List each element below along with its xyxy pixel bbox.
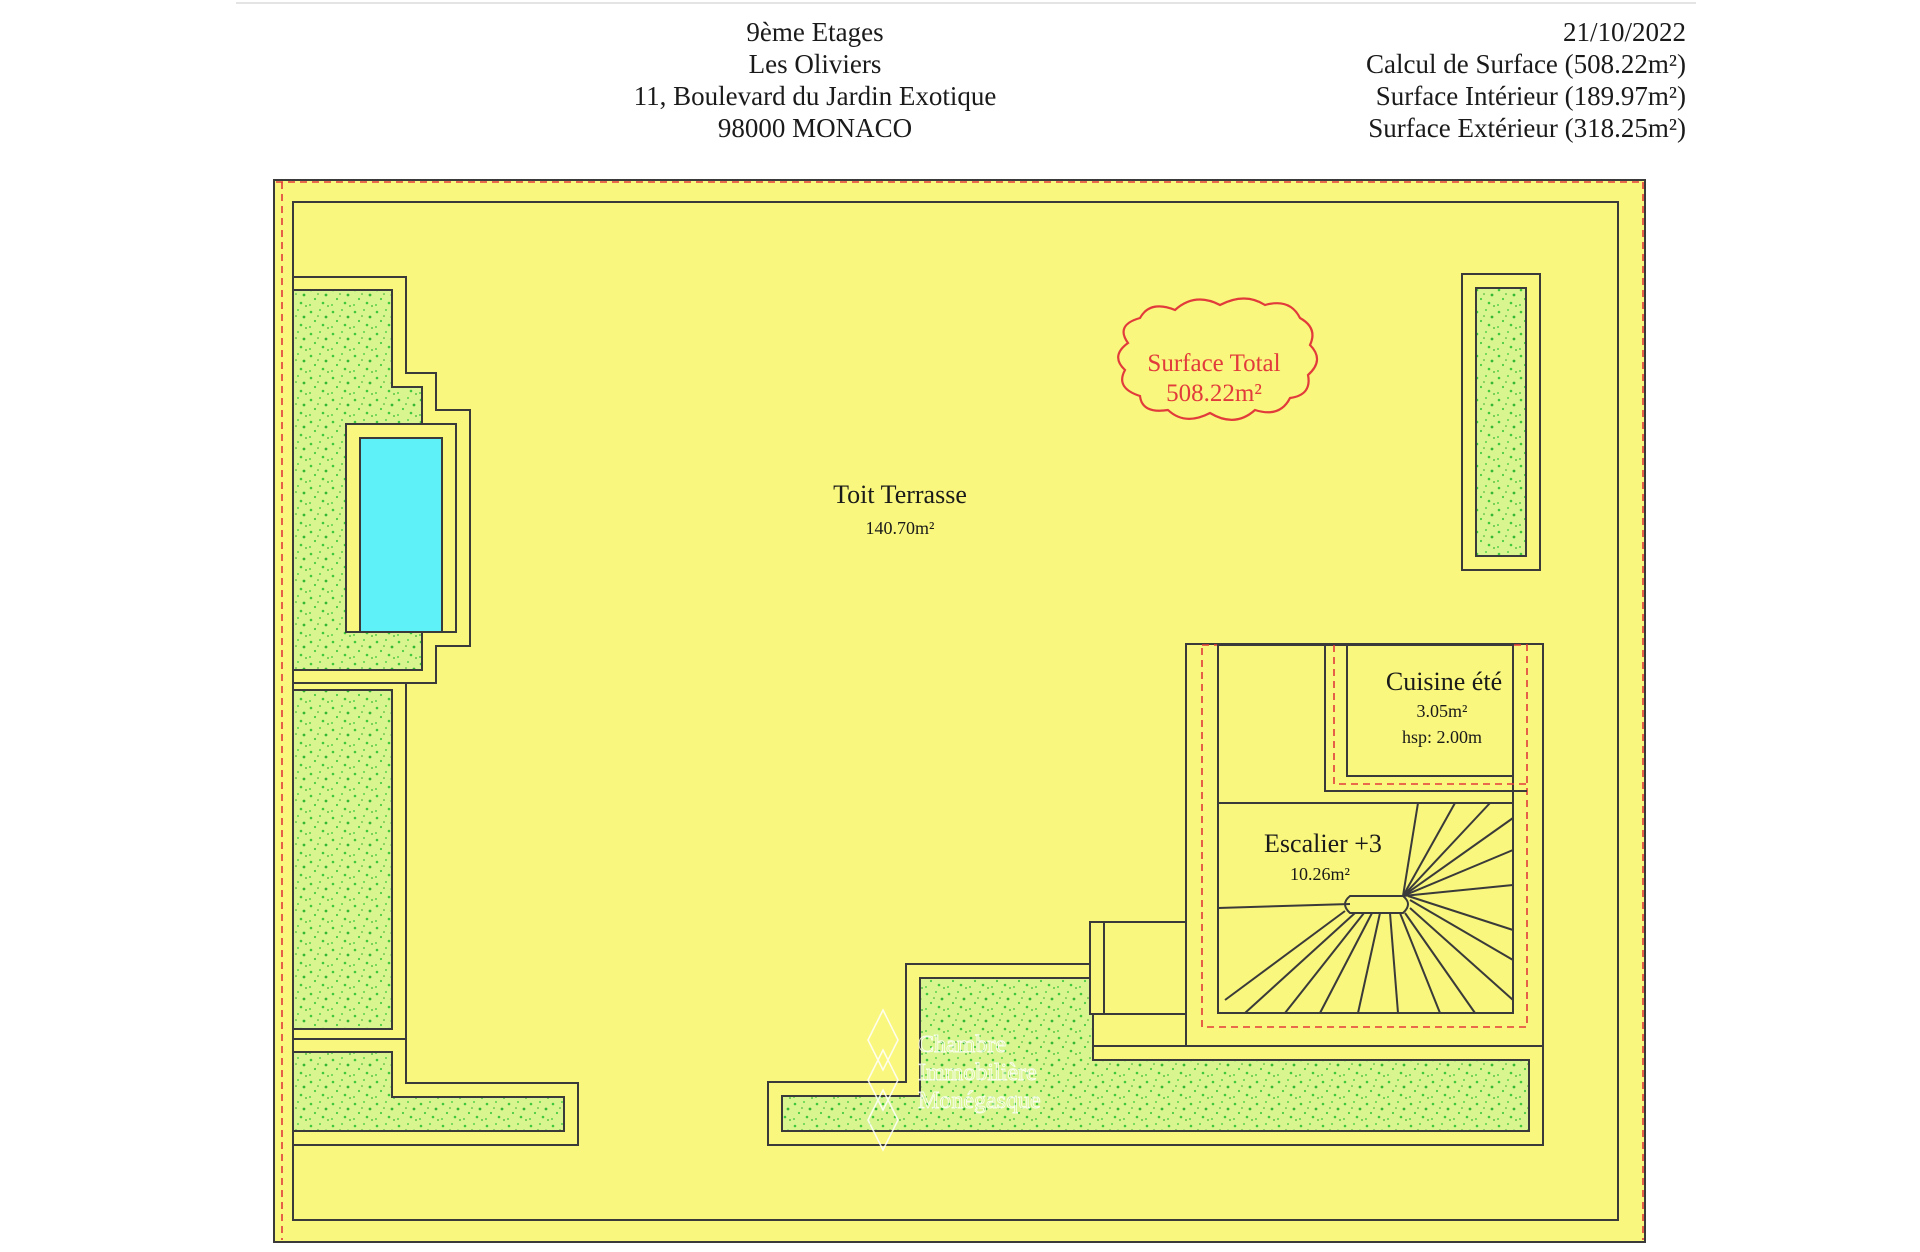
surface-interior-line: Surface Intérieur (189.97m²) — [1375, 81, 1686, 111]
stair-tread-11 — [1409, 899, 1514, 961]
cuisine-room — [1346, 644, 1514, 777]
address-block: 9ème Etages Les Oliviers 11, Boulevard d… — [550, 16, 1080, 144]
stair-tread-18 — [1402, 802, 1419, 897]
stair-tread-12 — [1407, 895, 1514, 931]
watermark: Chambre Immobilière Monégasque — [867, 1008, 1041, 1152]
cuisine-ete-height: hsp: 2.00m — [1402, 727, 1482, 747]
left-long-planter-bed — [292, 689, 393, 1030]
stair-newel — [1344, 895, 1409, 914]
cuisine-ete-area: 3.05m² — [1417, 701, 1468, 721]
surface-total-line: Calcul de Surface (508.22m²) — [1366, 49, 1686, 79]
stair-tread-16 — [1402, 802, 1491, 897]
pool-water — [359, 437, 443, 633]
left-bottom-planter-bed — [292, 1051, 565, 1132]
address-line-floor: 9ème Etages — [746, 17, 884, 47]
escalier-name: Escalier +3 — [1264, 829, 1382, 858]
stair-tread-8 — [1399, 912, 1441, 1014]
watermark-line-2: Immobilière — [918, 1060, 1037, 1086]
stair-tread-14 — [1402, 849, 1514, 897]
surface-total-cloud — [1117, 297, 1319, 421]
right-narrow-planter-bed — [1475, 287, 1527, 557]
bottom-right-planter-bed — [781, 977, 1530, 1132]
stair-tread-1 — [1217, 903, 1351, 909]
address-line-city: 98000 MONACO — [717, 113, 913, 143]
address-line-building: Les Oliviers — [748, 49, 882, 79]
stair-tread-7 — [1389, 912, 1399, 1014]
stair-tread-13 — [1402, 884, 1514, 897]
address-line-street: 11, Boulevard du Jardin Exotique — [633, 81, 997, 111]
stair-tread-6 — [1357, 912, 1381, 1014]
watermark-line-1: Chambre — [918, 1032, 1006, 1058]
stair-tread-2 — [1224, 910, 1346, 1001]
cuisine-wall — [1324, 645, 1527, 792]
toit-terrasse-name: Toit Terrasse — [833, 480, 967, 509]
plan-date: 21/10/2022 — [1562, 17, 1686, 47]
spiral-staircase — [1217, 802, 1514, 1014]
watermark-line-3: Monégasque — [918, 1088, 1041, 1114]
toit-terrasse-area: 140.70m² — [866, 518, 935, 538]
escalier-area: 10.26m² — [1290, 864, 1350, 884]
surface-total-value: 508.22m² — [1166, 380, 1262, 407]
cuisine-ete-name: Cuisine été — [1386, 667, 1502, 696]
stair-tread-5 — [1319, 912, 1373, 1014]
stair-tread-15 — [1402, 817, 1514, 897]
top-rule — [236, 2, 1696, 4]
cuisine-dashed — [1333, 645, 1527, 785]
stair-tread-4 — [1284, 912, 1365, 1014]
stair-tread-10 — [1409, 907, 1514, 1001]
surface-exterior-line: Surface Extérieur (318.25m²) — [1368, 113, 1686, 143]
surface-total-label: Surface Total — [1147, 350, 1280, 377]
stair-tread-17 — [1402, 802, 1456, 897]
stair-tread-3 — [1244, 912, 1356, 1014]
surface-summary: 21/10/2022 Calcul de Surface (508.22m²) … — [1190, 16, 1686, 144]
stair-landing-step — [1089, 921, 1187, 1015]
watermark-diamond-logo — [867, 1008, 899, 1152]
stair-tread-9 — [1404, 912, 1476, 1014]
